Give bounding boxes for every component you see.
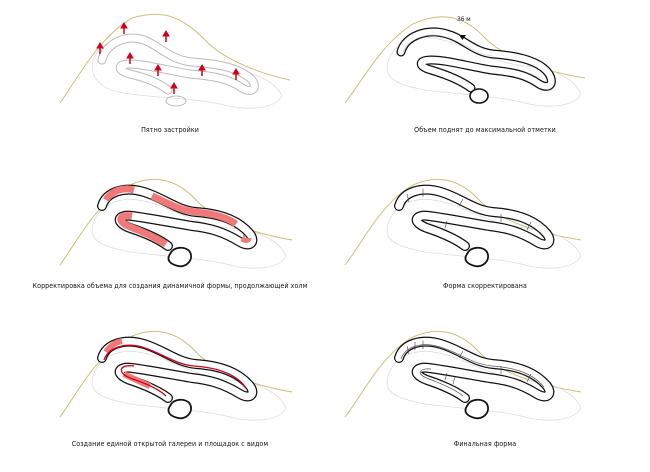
terrain-contour (59, 13, 291, 104)
panel-footprint: Пятно застройки (20, 8, 320, 158)
rock-footprint (165, 95, 187, 107)
caption-raised-volume: Объем поднят до максимальной отметки (414, 126, 556, 134)
final-form-diagram (344, 330, 582, 421)
gallery-line (103, 344, 247, 389)
open-gallery-diagram (59, 330, 293, 421)
panel-final-form: Финальная форма (335, 322, 635, 472)
up-arrows (96, 22, 240, 94)
footprint-diagram (59, 13, 291, 109)
adjustment-highlights (103, 185, 252, 248)
caption-volume-adjustment: Корректировка объема для создания динами… (32, 282, 308, 290)
height-marker-label: 36 м (457, 15, 471, 23)
caption-final-form: Финальная форма (453, 440, 517, 448)
panel-raised-volume: 36 м Объем поднят до максимальной отметк… (335, 8, 635, 158)
panel-adjusted-form: Форма скорректирована (335, 170, 635, 320)
caption-open-gallery: Создание единой открытой галереи и площа… (71, 440, 269, 448)
panel-volume-adjustment: Корректировка объема для создания динами… (20, 170, 320, 320)
height-marker-icon (459, 35, 466, 40)
raised-volume-diagram (344, 16, 586, 107)
adjusted-form-diagram (344, 178, 582, 269)
caption-footprint: Пятно застройки (141, 126, 199, 134)
rock-adjusted (167, 246, 192, 268)
caption-adjusted-form: Форма скорректирована (443, 282, 527, 290)
volume-adjustment-diagram (59, 178, 293, 269)
rock-volume (469, 88, 489, 104)
panel-open-gallery: Создание единой открытой галереи и площа… (20, 322, 320, 472)
